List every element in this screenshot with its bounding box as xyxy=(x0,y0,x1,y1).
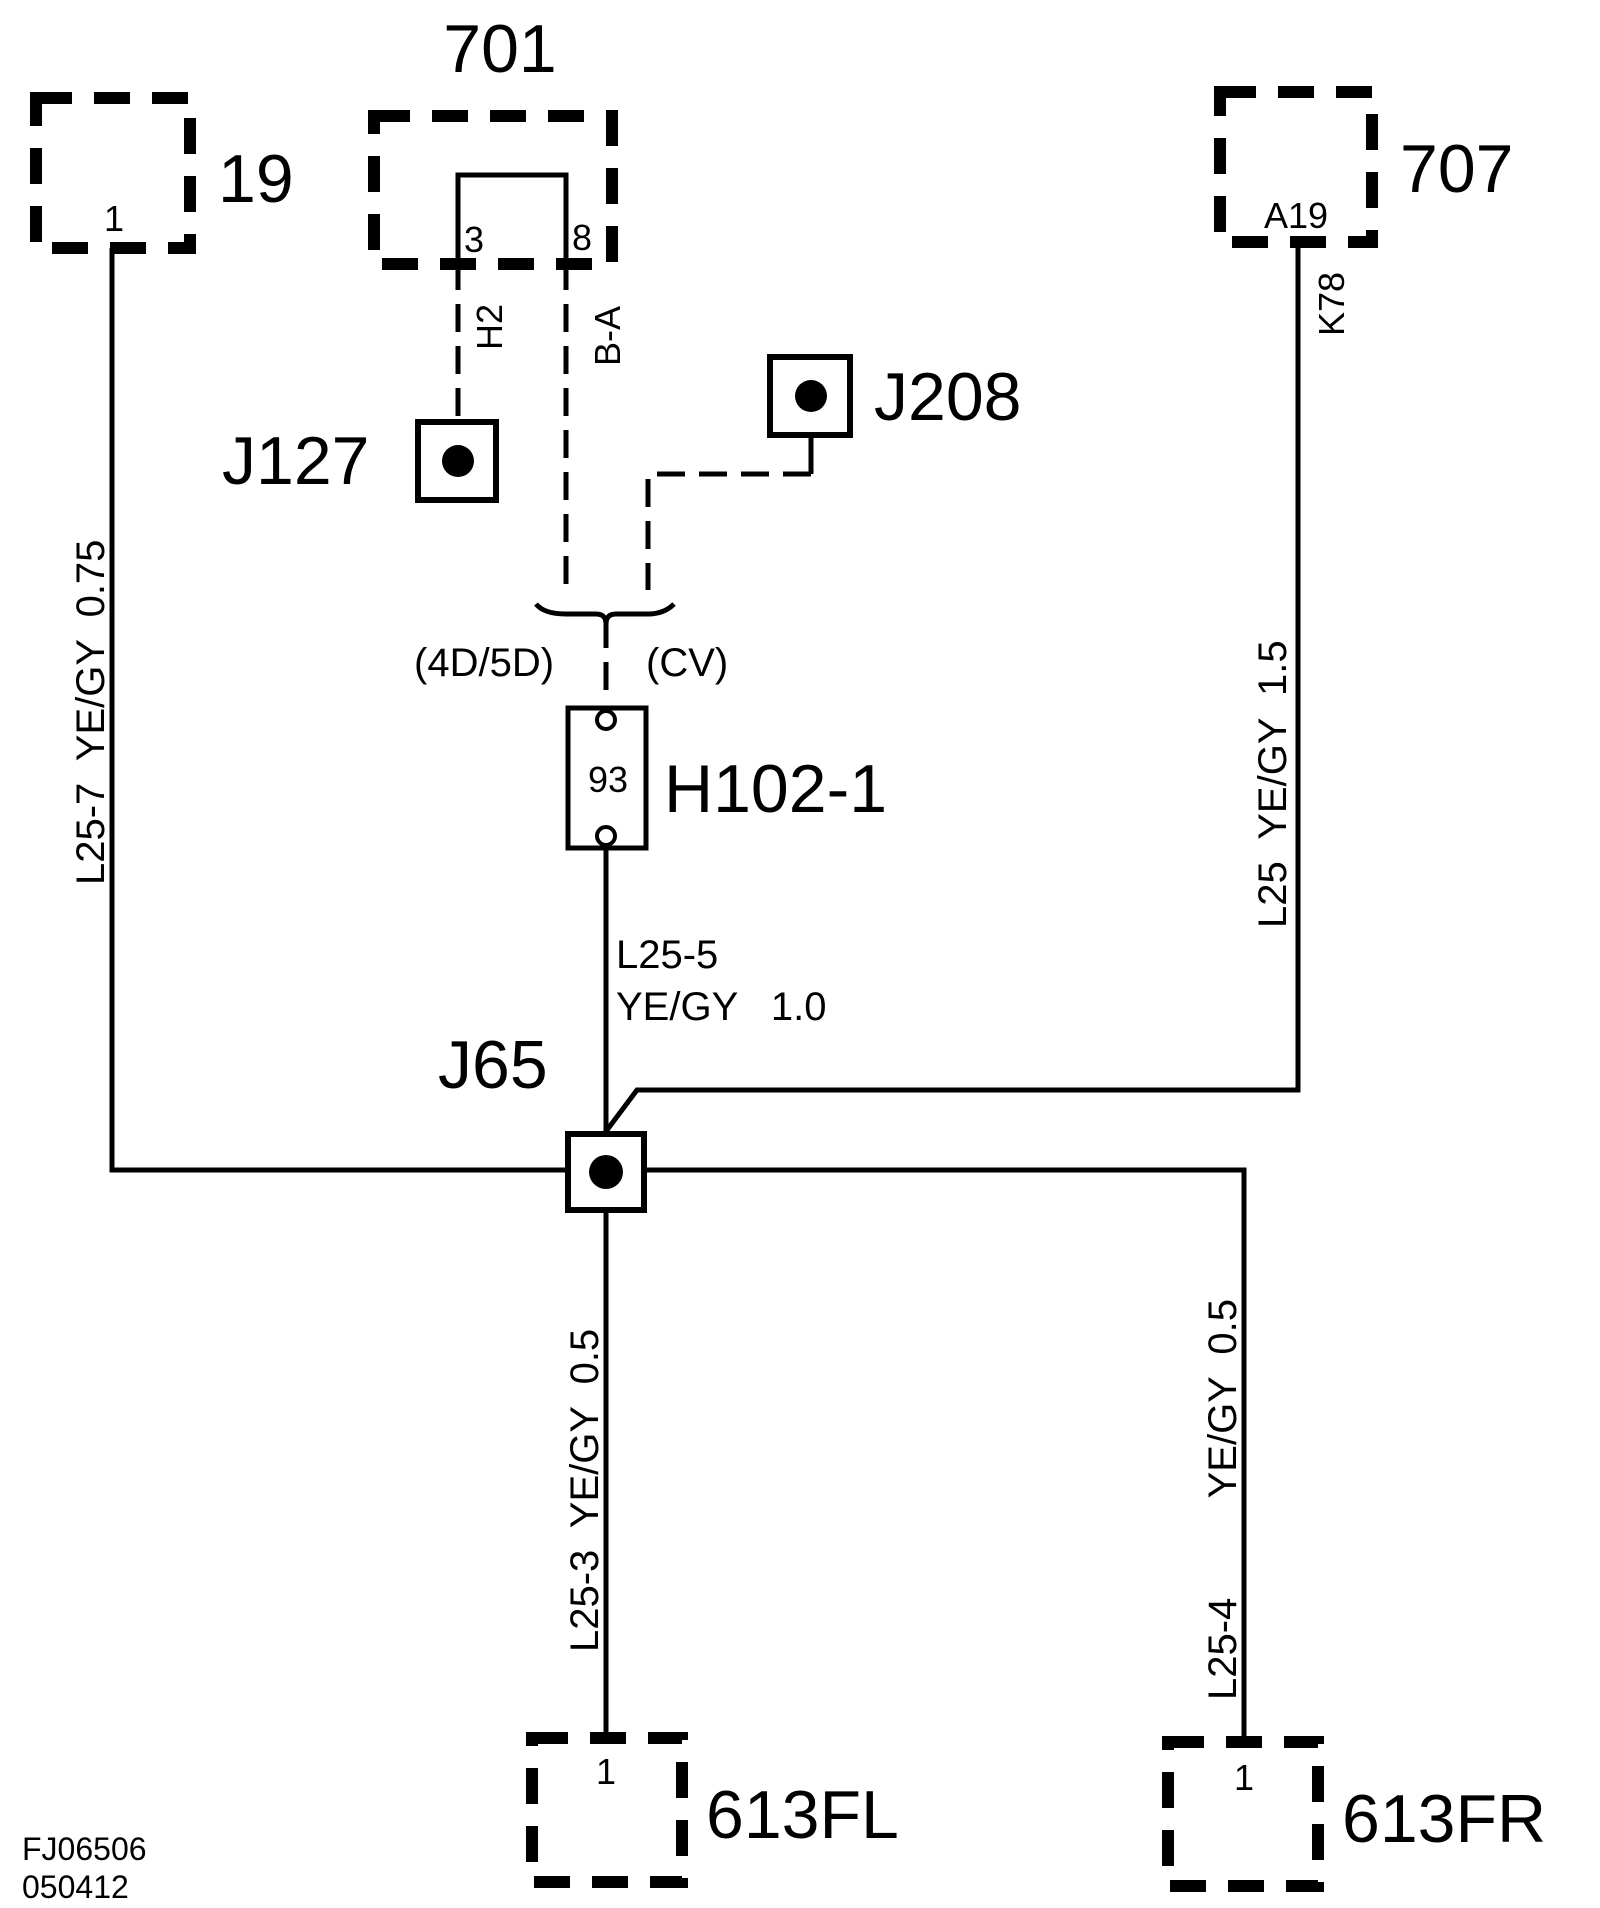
component-h102-terminal-bottom xyxy=(595,825,617,847)
component-707-pin: A19 xyxy=(1264,195,1328,236)
component-h102: 93 H102-1 xyxy=(565,705,887,851)
splice-j127-box xyxy=(415,419,499,503)
component-707: A19 707 xyxy=(1214,86,1513,248)
variant-bracket xyxy=(534,602,676,625)
component-613fl-label: 613FL xyxy=(706,1777,899,1853)
component-19-box xyxy=(30,92,196,254)
wire-label-l25: L25 YE/GY 1.5 xyxy=(1251,640,1295,928)
variant-label-cv: (CV) xyxy=(646,641,728,685)
component-701: 701 3 8 xyxy=(368,11,618,270)
dashed-wires xyxy=(455,262,811,700)
wire-l25 xyxy=(602,245,1301,1136)
component-613fl-box xyxy=(526,1732,688,1888)
splice-j208: J208 xyxy=(767,354,1021,438)
wire-label-ba: B-A xyxy=(587,306,628,366)
figure-code: FJ06506 xyxy=(22,1831,147,1867)
component-19-pin: 1 xyxy=(104,198,124,239)
splice-j127: J127 xyxy=(222,419,499,503)
component-613fr-pin: 1 xyxy=(1234,1757,1254,1798)
wires xyxy=(109,172,1301,1740)
component-h102-box xyxy=(565,705,649,851)
splice-j65: J65 xyxy=(438,1027,647,1213)
wire-bus-right xyxy=(638,1167,1247,1740)
component-701-label: 701 xyxy=(443,11,556,87)
splice-j208-dot xyxy=(795,380,827,412)
component-701-pin-8: 8 xyxy=(572,217,592,258)
component-19-label: 19 xyxy=(218,141,294,217)
component-h102-pin: 93 xyxy=(588,759,628,800)
wire-l25-7 xyxy=(109,248,568,1173)
component-707-box xyxy=(1214,86,1378,248)
wire-label-l25-7: L25-7 YE/GY 0.75 xyxy=(69,540,113,885)
wire-label-l25-5-b: YE/GY 1.0 xyxy=(616,985,827,1029)
component-19: 1 19 xyxy=(30,92,294,254)
component-613fl: 1 613FL xyxy=(526,1732,899,1888)
component-701-pin-3: 3 xyxy=(464,219,484,260)
splice-j65-dot xyxy=(589,1155,623,1189)
component-613fr-box xyxy=(1162,1736,1324,1892)
wire-label-k78: K78 xyxy=(1311,272,1352,336)
component-h102-terminal-top xyxy=(595,709,617,731)
component-613fr: 1 613FR xyxy=(1162,1736,1546,1892)
wire-j208-dash xyxy=(645,471,811,590)
wire-label-h2: H2 xyxy=(469,304,510,350)
component-701-box xyxy=(368,110,618,270)
splice-j65-label: J65 xyxy=(438,1027,548,1103)
splice-j208-label: J208 xyxy=(874,359,1021,435)
variant-label-4d5d: (4D/5D) xyxy=(414,641,554,685)
wire-701-internal xyxy=(455,172,569,260)
wire-label-l25-4: L25-4 YE/GY 0.5 xyxy=(1201,1299,1245,1700)
splice-j65-box xyxy=(565,1131,647,1213)
component-613fr-label: 613FR xyxy=(1342,1781,1546,1857)
component-613fl-pin: 1 xyxy=(596,1751,616,1792)
splice-j127-label: J127 xyxy=(222,423,369,499)
component-707-label: 707 xyxy=(1400,131,1513,207)
figure-date: 050412 xyxy=(22,1869,129,1905)
component-h102-label: H102-1 xyxy=(664,751,887,827)
splice-j127-dot xyxy=(442,445,474,477)
wire-labels: L25-7 YE/GY 0.75 H2 B-A K78 L25 YE/GY 1.… xyxy=(69,272,1352,1700)
wire-label-l25-5-a: L25-5 xyxy=(616,933,718,977)
wire-label-l25-3: L25-3 YE/GY 0.5 xyxy=(563,1329,607,1652)
